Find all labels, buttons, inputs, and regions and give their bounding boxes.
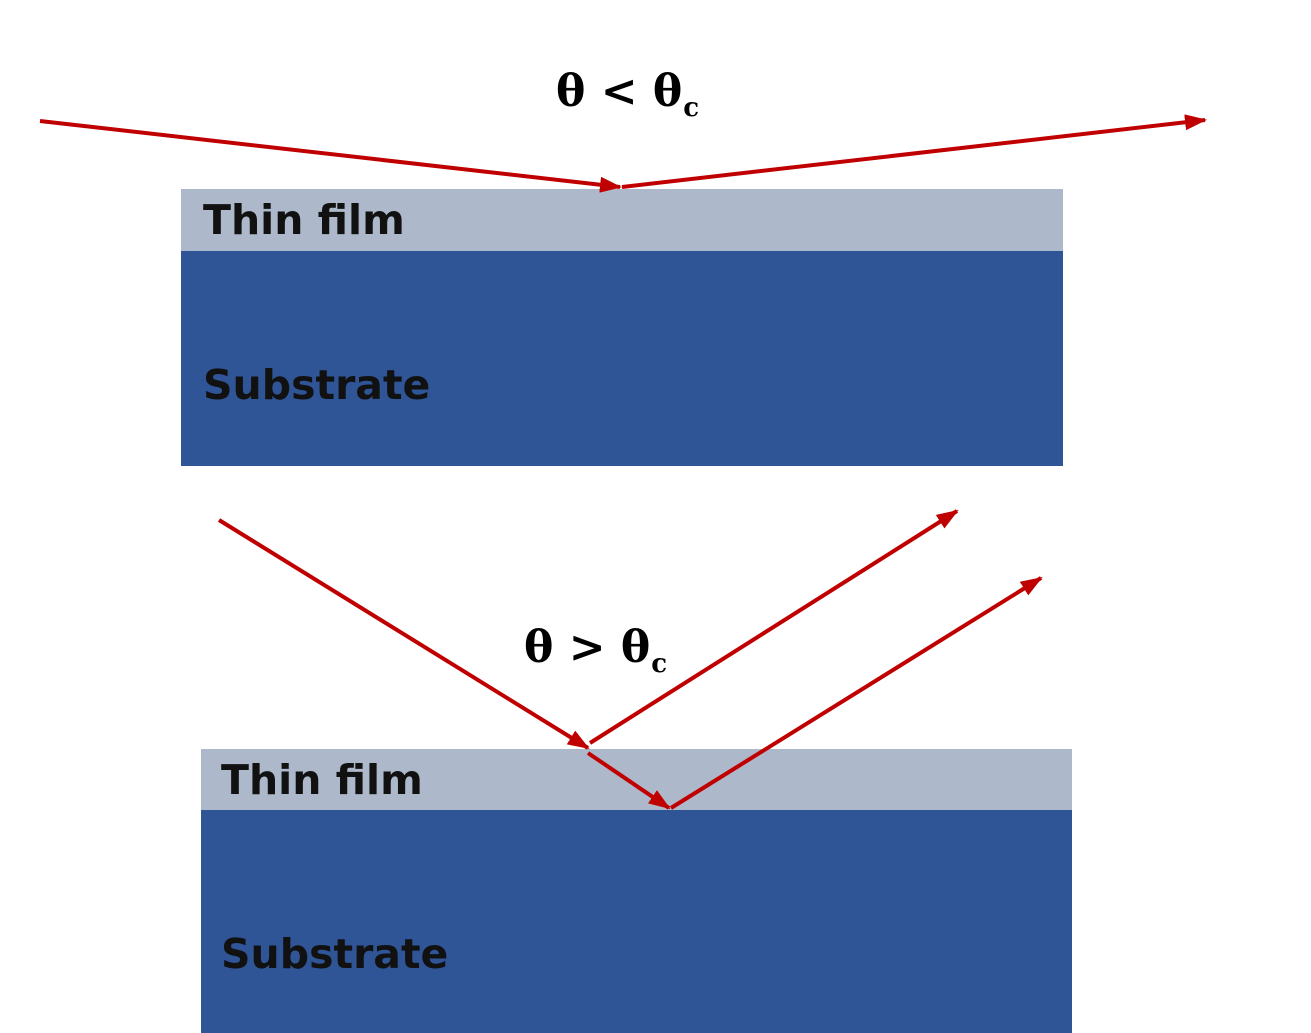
bottom-substrate-label: Substrate	[221, 930, 449, 978]
top-angle-relation: <	[600, 66, 638, 117]
bottom-angle-relation: >	[568, 622, 606, 673]
bottom-angle-condition: θ > θc	[524, 626, 667, 678]
top-thin-film-layer: Thin film	[181, 189, 1063, 251]
bottom-incident-ray	[217, 518, 590, 750]
bottom-thin-film-layer: Thin film	[201, 749, 1072, 810]
bottom-refracted-ray	[586, 751, 671, 810]
bottom-critical-theta-symbol: θ	[620, 622, 651, 673]
top-angle-condition: θ < θc	[556, 70, 699, 122]
bottom-substrate-layer: Substrate	[201, 810, 1072, 1033]
top-thin-film-label: Thin film	[203, 196, 405, 244]
top-incident-ray	[39, 119, 622, 193]
bottom-critical-subscript: c	[651, 649, 668, 679]
bottom-interface-reflected-ray	[669, 576, 1043, 810]
top-critical-subscript: c	[683, 93, 700, 123]
top-critical-theta-symbol: θ	[652, 66, 683, 117]
top-theta-symbol: θ	[556, 66, 586, 117]
bottom-thin-film-label: Thin film	[221, 756, 423, 804]
top-reflected-ray	[621, 114, 1207, 189]
top-substrate-layer: Substrate	[181, 251, 1063, 466]
bottom-theta-symbol: θ	[524, 622, 554, 673]
bottom-surface-reflected-ray	[588, 509, 959, 745]
top-substrate-label: Substrate	[203, 361, 431, 409]
